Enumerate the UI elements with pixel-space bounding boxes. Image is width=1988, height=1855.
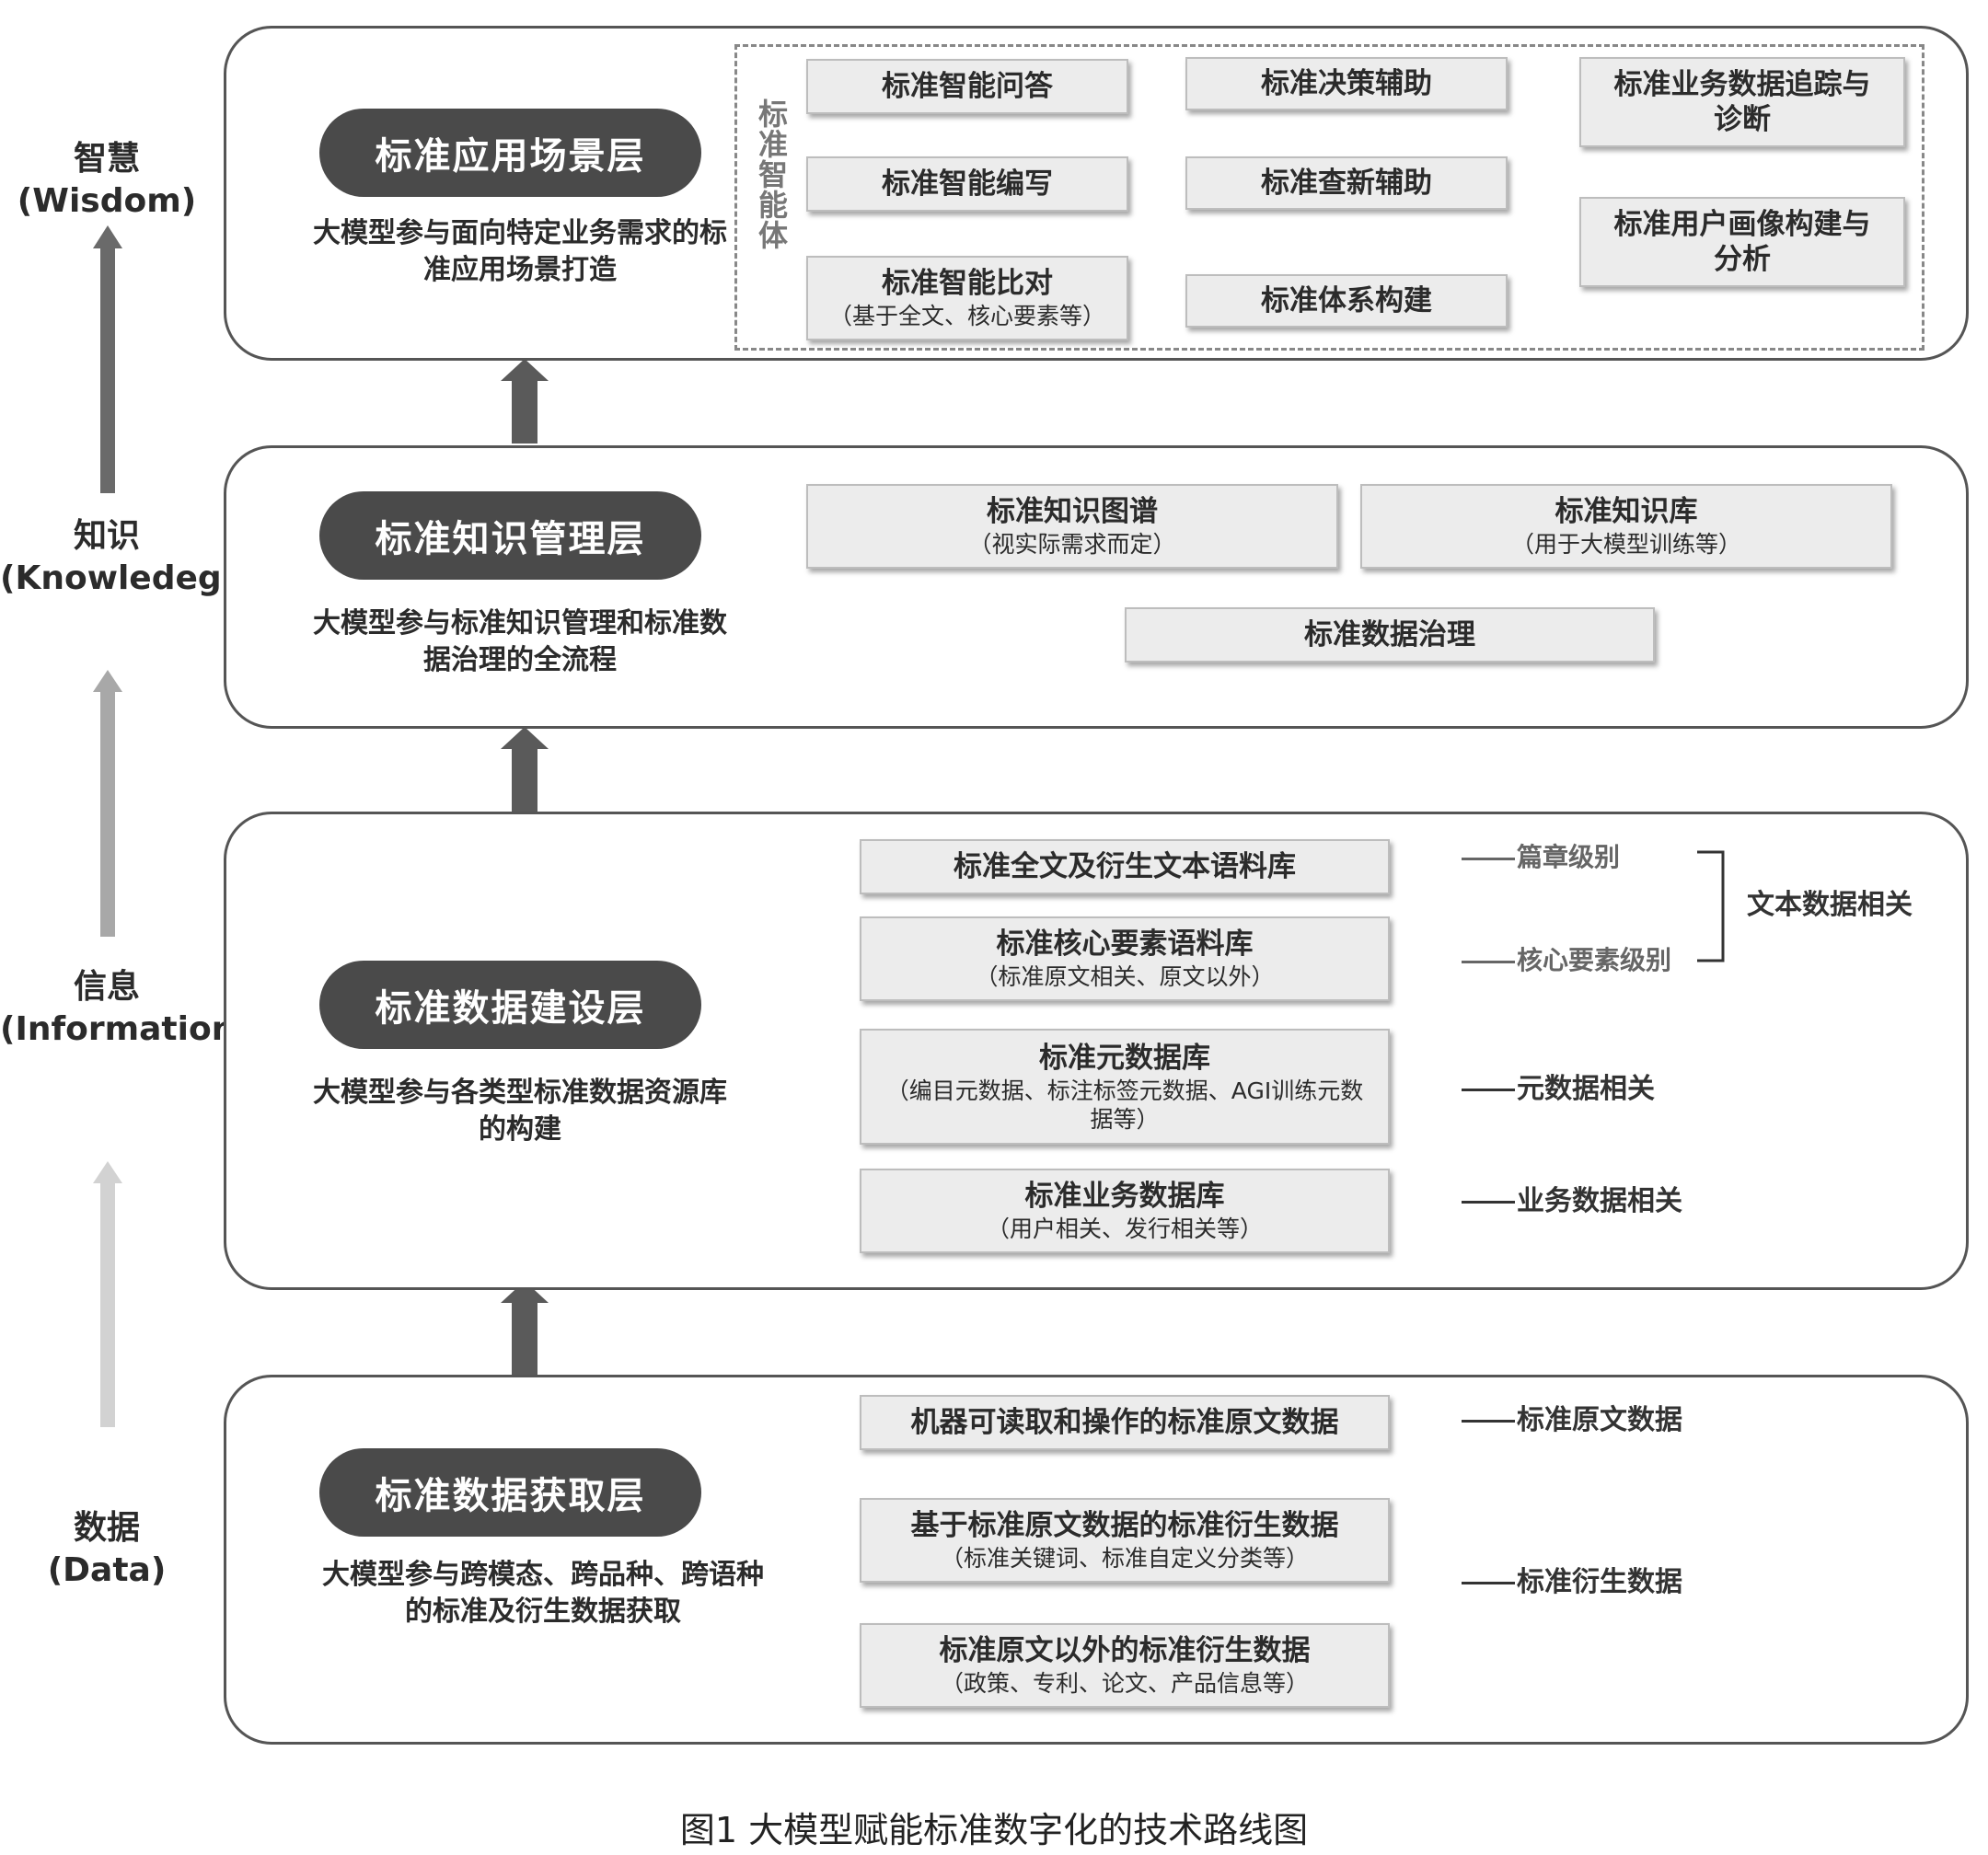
dikw-progress-arrows [93,225,122,1427]
dikw-label-knowledge: 知识 (Knowledeg) [0,515,237,600]
dikw-cn: 知识 [73,517,140,555]
info-box-metadata: 标准元数据库 （编目元数据、标注标签元数据、AGI训练元数据等） [860,1029,1390,1145]
dikw-label-wisdom: 智慧 (Wisdom) [0,138,214,223]
arrow-up-icon [501,359,549,444]
arrow-up-icon [93,1161,122,1427]
layer-title-information: 标准数据建设层 [319,961,701,1049]
layer-desc-information: 大模型参与各类型标准数据资源库的构建 [313,1077,727,1146]
dikw-cn: 智慧 [73,140,140,178]
knowledge-box-base: 标准知识库 （用于大模型训练等） [1360,484,1892,569]
box-main: 标准原文以外的标准衍生数据 [939,1634,1311,1667]
note-derived: 标准衍生数据 [1462,1566,1682,1599]
info-box-fulltext: 标准全文及衍生文本语料库 [860,839,1390,894]
info-box-core: 标准核心要素语料库 （标准原文相关、原文以外） [860,916,1390,1001]
layer-desc-data: 大模型参与跨模态、跨品种、跨语种的标准及衍生数据获取 [322,1559,764,1628]
knowledge-box-governance: 标准数据治理 [1125,607,1655,662]
agent-label: 标准智能体 [757,97,788,253]
box-main: 标准数据治理 [1304,618,1475,651]
arrow-up-icon [501,1281,549,1378]
app-box-compare: 标准智能比对 （基于全文、核心要素等） [806,256,1128,340]
app-box-persona: 标准用户画像构建与分析 [1579,197,1905,287]
box-main: 标准知识库 [1555,495,1698,528]
box-sub: （标准关键词、标准自定义分类等） [940,1545,1309,1572]
arrow-up-icon [501,727,549,812]
app-box-decision: 标准决策辅助 [1185,57,1508,110]
dikw-en: (Knowledeg) [0,559,237,597]
knowledge-box-graph: 标准知识图谱 （视实际需求而定） [806,484,1338,569]
box-main: 基于标准原文数据的标准衍生数据 [910,1509,1339,1542]
note-business: 业务数据相关 [1462,1185,1682,1218]
note-core: 核心要素级别 [1462,944,1671,977]
box-main: 标准智能编写 [882,167,1053,201]
box-main: 标准元数据库 [1039,1041,1210,1075]
arrow-up-icon [93,670,122,937]
box-sub: （用于大模型训练等） [1510,531,1741,558]
app-box-tracking: 标准业务数据追踪与诊断 [1579,57,1905,147]
dikw-label-information: 信息 (Information) [0,966,250,1051]
box-sub: （用户相关、发行相关等） [986,1216,1263,1242]
note-chapter: 篇章级别 [1462,841,1620,874]
box-main: 标准核心要素语料库 [996,928,1254,961]
note-original: 标准原文数据 [1462,1404,1682,1437]
box-main: 标准知识图谱 [987,495,1158,528]
figure-caption: 图1 大模型赋能标准数字化的技术路线图 [679,1810,1309,1850]
dikw-label-data: 数据 (Data) [0,1507,214,1592]
dikw-en: (Data) [47,1551,167,1589]
dikw-en: (Information) [0,1010,250,1048]
bracket-text-group [1697,850,1725,962]
note-text-group: 文本数据相关 [1747,889,1913,921]
box-main: 标准业务数据追踪与诊断 [1613,68,1871,136]
data-box-original: 机器可读取和操作的标准原文数据 [860,1395,1390,1450]
box-main: 标准体系构建 [1261,284,1432,317]
box-sub: （视实际需求而定） [968,531,1176,558]
box-main: 标准业务数据库 [1024,1180,1225,1213]
box-sub: （政策、专利、论文、产品信息等） [940,1670,1309,1697]
dikw-cn: 信息 [73,968,140,1006]
layer-title-application: 标准应用场景层 [319,109,701,197]
box-sub: （编目元数据、标注标签元数据、AGI训练元数据等） [885,1077,1364,1133]
layer-title-data: 标准数据获取层 [319,1448,701,1537]
info-box-business: 标准业务数据库 （用户相关、发行相关等） [860,1169,1390,1253]
app-box-novelty: 标准查新辅助 [1185,156,1508,210]
layer-desc-application: 大模型参与面向特定业务需求的标准应用场景打造 [313,217,727,286]
box-main: 标准智能比对 [882,267,1053,300]
dikw-en: (Wisdom) [17,182,197,220]
arrow-up-icon [93,225,122,493]
layer-title-knowledge: 标准知识管理层 [319,491,701,580]
data-box-derived: 基于标准原文数据的标准衍生数据 （标准关键词、标准自定义分类等） [860,1498,1390,1583]
box-main: 标准查新辅助 [1261,167,1432,200]
dikw-cn: 数据 [73,1509,140,1547]
app-box-writing: 标准智能编写 [806,156,1128,212]
box-main: 标准决策辅助 [1261,67,1432,100]
layer-desc-knowledge: 大模型参与标准知识管理和标准数据治理的全流程 [313,607,727,676]
box-main: 标准用户画像构建与分析 [1613,208,1871,276]
layer-arrows [501,359,549,1378]
note-meta: 元数据相关 [1462,1073,1655,1106]
app-box-qa: 标准智能问答 [806,59,1128,114]
box-sub: （标准原文相关、原文以外） [975,963,1275,990]
agent-group [734,44,1924,351]
data-box-external: 标准原文以外的标准衍生数据 （政策、专利、论文、产品信息等） [860,1623,1390,1708]
box-main: 机器可读取和操作的标准原文数据 [910,1406,1339,1439]
box-sub: （基于全文、核心要素等） [828,303,1105,329]
box-main: 标准智能问答 [882,70,1053,103]
box-main: 标准全文及衍生文本语料库 [954,850,1296,883]
app-box-system: 标准体系构建 [1185,274,1508,328]
